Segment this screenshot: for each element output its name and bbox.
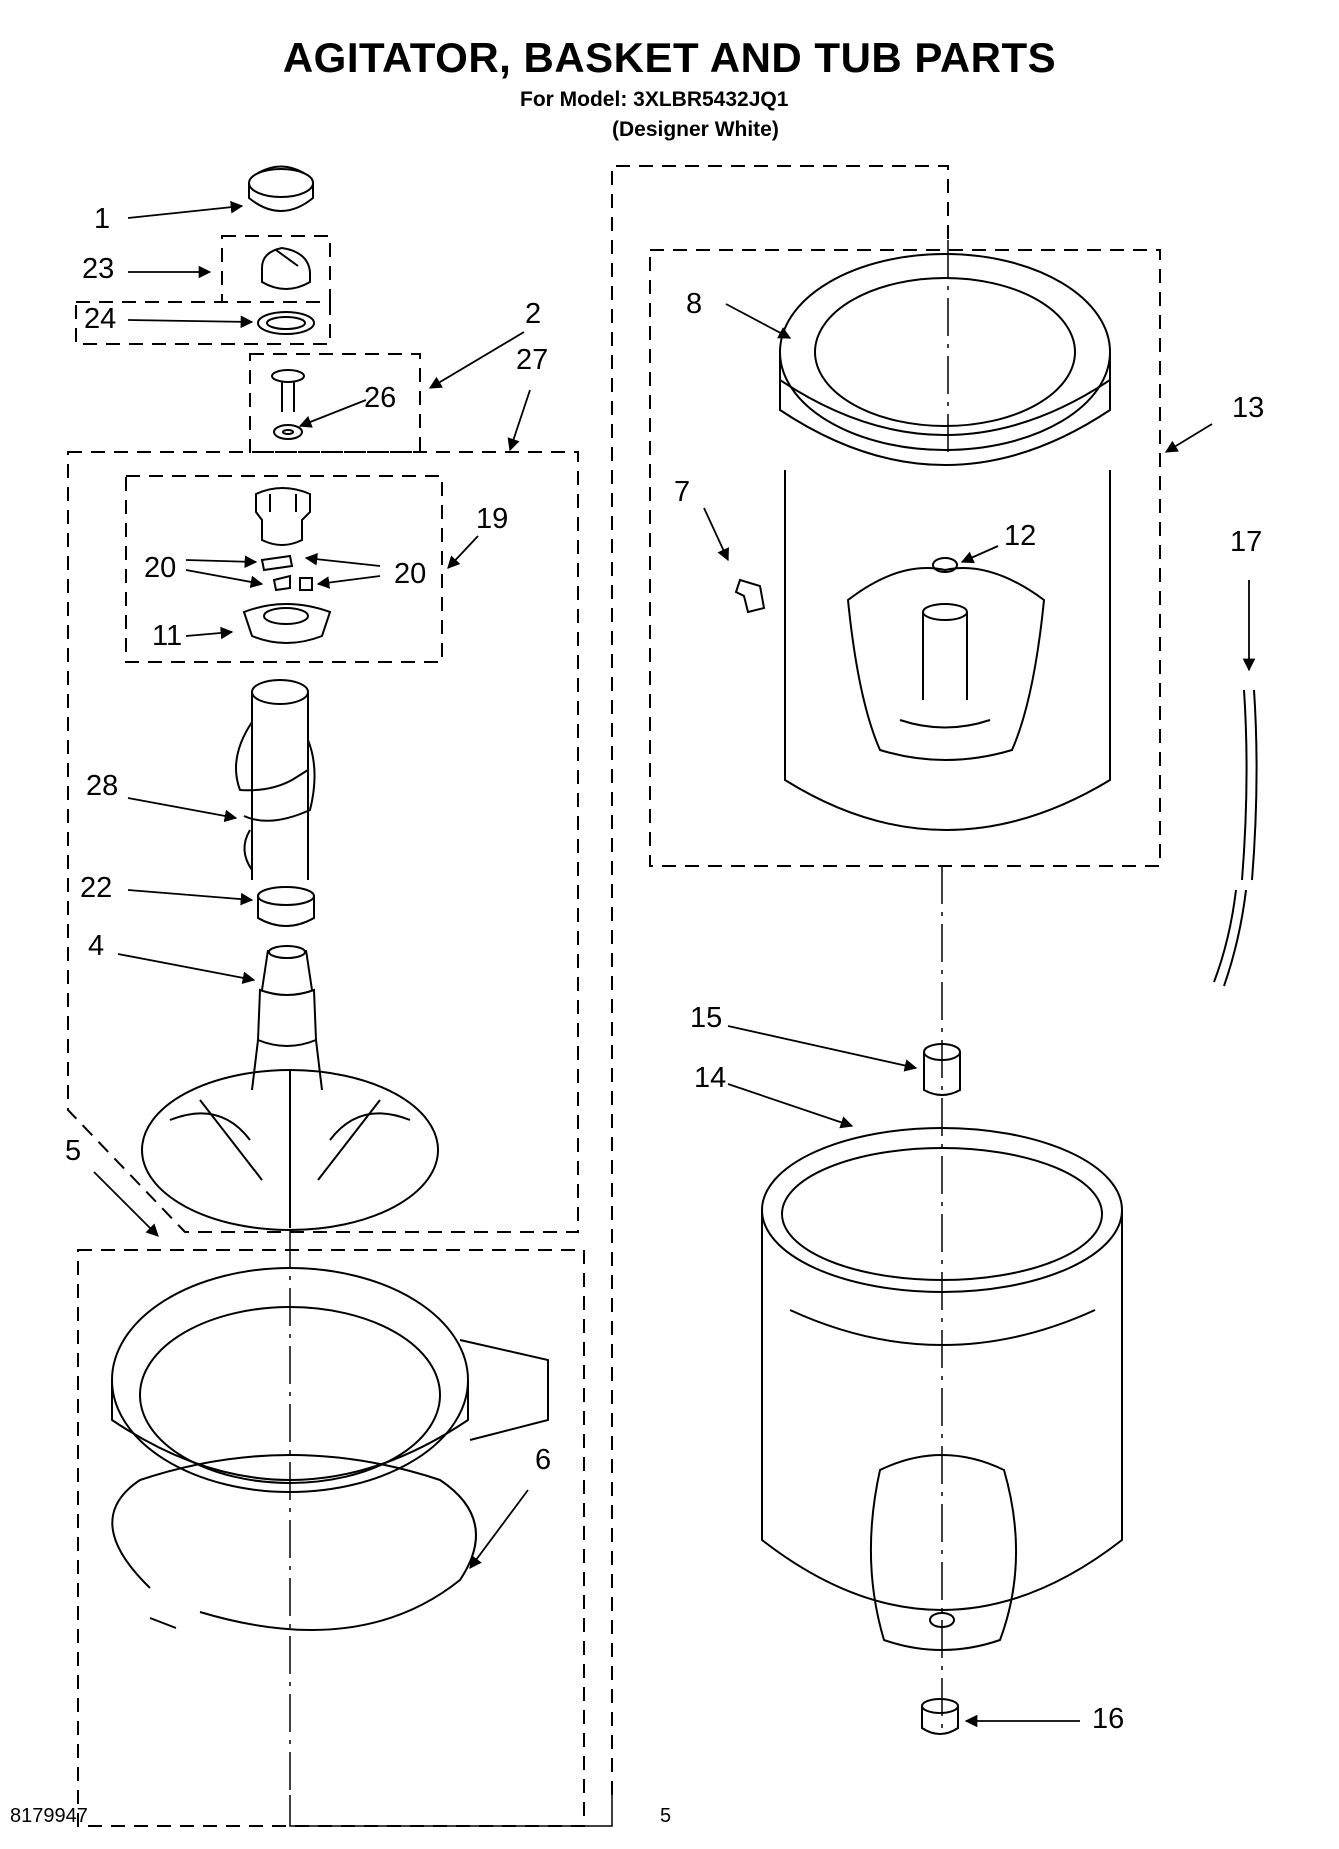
group-boxes xyxy=(67,165,1161,1827)
variant-line: (Designer White) xyxy=(612,118,779,141)
callout-17: 17 xyxy=(1230,526,1263,558)
leader-19 xyxy=(447,535,479,569)
leader-20b-bottom xyxy=(316,575,381,589)
leader-22 xyxy=(127,889,254,906)
callout-2: 2 xyxy=(525,298,542,330)
callout-4: 4 xyxy=(88,930,105,962)
leader-6 xyxy=(469,1489,529,1570)
leader-8 xyxy=(725,303,792,339)
leader-20b-top xyxy=(304,552,381,567)
model-line: For Model: 3XLBR5432JQ1 xyxy=(520,88,789,111)
leader-24 xyxy=(127,315,254,329)
callout-15: 15 xyxy=(690,1002,723,1034)
group-box-24 xyxy=(75,301,331,345)
agitator-base-part xyxy=(141,945,439,1231)
auger-part xyxy=(235,679,316,880)
dog-assembly-part xyxy=(242,487,332,644)
leader-20a-bottom xyxy=(185,569,264,589)
group-box-23 xyxy=(221,235,331,303)
leader-20a-top xyxy=(185,555,258,568)
callout-20-right: 20 xyxy=(394,558,427,590)
hose-part xyxy=(1213,689,1258,987)
leader-27 xyxy=(507,389,531,452)
callout-13: 13 xyxy=(1232,392,1265,424)
leader-11 xyxy=(185,626,234,640)
callout-11: 11 xyxy=(152,620,183,652)
leader-14 xyxy=(727,1083,854,1129)
leader-26 xyxy=(298,399,367,428)
hub-nut-part xyxy=(923,1043,961,1096)
leader-28 xyxy=(127,797,238,823)
leader-12 xyxy=(960,545,999,564)
callout-16: 16 xyxy=(1092,1703,1125,1735)
callout-22: 22 xyxy=(80,872,113,904)
callout-7: 7 xyxy=(674,476,691,508)
callout-26: 26 xyxy=(364,382,397,414)
group-box-27 xyxy=(67,451,579,1233)
callout-6: 6 xyxy=(535,1444,552,1476)
center-axes xyxy=(289,240,949,1795)
outer-tub-part xyxy=(761,1127,1123,1651)
page-number: 5 xyxy=(660,1805,672,1827)
snap-ring-part xyxy=(111,1454,477,1631)
leader-4 xyxy=(117,953,256,985)
callout-19: 19 xyxy=(476,503,509,535)
leader-7 xyxy=(703,507,729,562)
tub-ring-part xyxy=(111,1267,549,1493)
leader-arrows xyxy=(93,200,1256,1728)
callout-24: 24 xyxy=(84,303,117,335)
group-box-19 xyxy=(125,475,443,663)
cam-part xyxy=(261,246,311,290)
document-number: 8179947 xyxy=(10,1805,88,1827)
leader-2 xyxy=(428,331,525,389)
clip-part xyxy=(734,578,766,614)
callout-28: 28 xyxy=(86,770,119,802)
drain-plug-part xyxy=(921,1698,959,1735)
callout-5: 5 xyxy=(65,1135,82,1167)
callout-23: 23 xyxy=(82,253,115,285)
seal-ring-part xyxy=(257,311,315,335)
group-box-17-leader xyxy=(611,165,949,1795)
bolt-part xyxy=(271,369,305,440)
auger-ring-part xyxy=(257,886,315,927)
callout-8: 8 xyxy=(686,288,703,320)
page-title: AGITATOR, BASKET AND TUB PARTS xyxy=(282,34,1057,81)
agitator-cap-part xyxy=(248,165,314,212)
callout-27: 27 xyxy=(516,344,549,376)
callout-12: 12 xyxy=(1004,520,1037,552)
group-box-5 xyxy=(77,1249,585,1827)
balance-ring-part xyxy=(779,253,1111,466)
callout-14: 14 xyxy=(694,1062,727,1094)
leader-13 xyxy=(1164,423,1213,453)
group-box-13 xyxy=(649,249,1161,867)
leader-15 xyxy=(727,1025,918,1072)
callout-1: 1 xyxy=(94,203,111,235)
leader-1 xyxy=(127,200,244,219)
basket-part xyxy=(784,470,1111,831)
leader-5 xyxy=(93,1171,159,1237)
group-box-2 xyxy=(249,353,421,453)
callout-20-left: 20 xyxy=(144,552,177,584)
lower-connector xyxy=(289,1795,613,1827)
